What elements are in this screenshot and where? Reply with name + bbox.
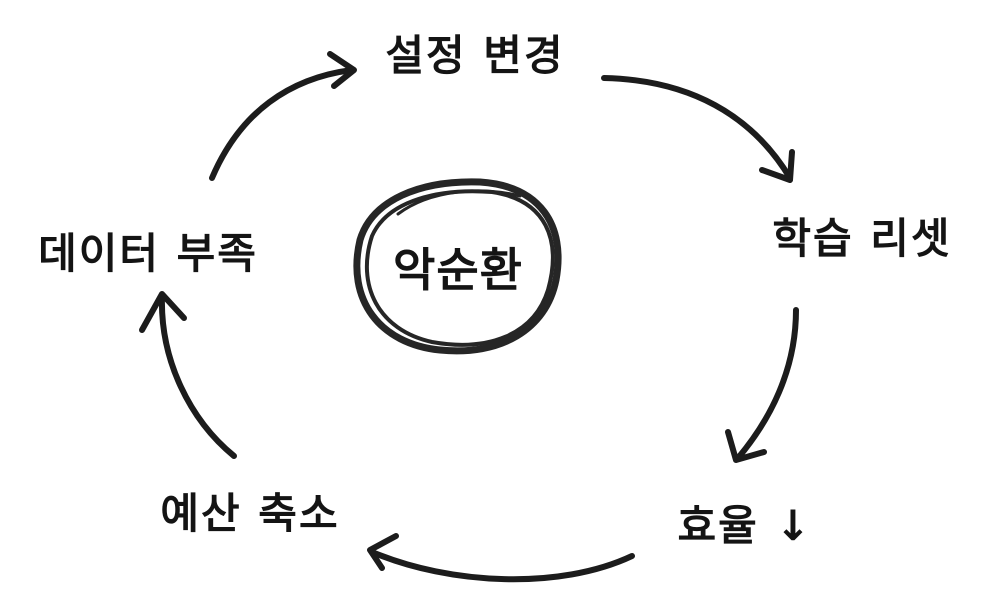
node-efficiency-down: 효율 ↓ xyxy=(677,501,812,550)
arrow-efficiency-to-budget xyxy=(367,533,635,583)
center-ring xyxy=(353,178,562,355)
arrow-settings-to-reset xyxy=(601,75,795,183)
center-label: 악순환 xyxy=(393,243,523,297)
node-budget-cut: 예산 축소 xyxy=(160,489,339,538)
arrow-budget-to-data xyxy=(139,291,237,459)
node-settings-change: 설정 변경 xyxy=(385,31,564,80)
node-training-reset: 학습 리셋 xyxy=(772,214,951,263)
arrow-data-to-settings xyxy=(209,51,357,181)
node-data-shortage: 데이터 부족 xyxy=(38,229,258,278)
arrow-reset-to-efficiency xyxy=(725,307,799,463)
